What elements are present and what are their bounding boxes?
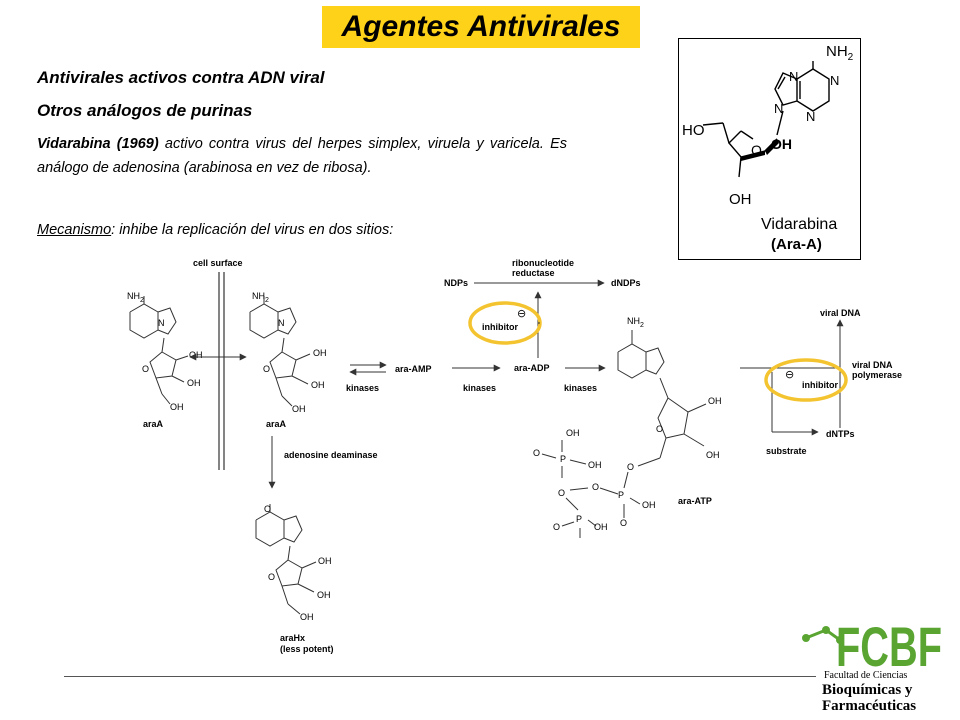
- araA-right-label: araA: [266, 419, 287, 429]
- ara-atp-oh-1: OH: [708, 396, 722, 406]
- ara-atp-label: ara-ATP: [678, 496, 712, 506]
- araA-left-oh-3: OH: [170, 402, 184, 412]
- mechanism-line: Mecanismo: inhibe la replicación del vir…: [37, 222, 393, 238]
- kinases-label-3: kinases: [564, 383, 597, 393]
- inhibitor-minus-2: ⊖: [785, 369, 794, 381]
- page-title: Agentes Antivirales: [341, 10, 621, 43]
- fcbf-letters: FCBF: [836, 615, 942, 674]
- ara-atp-o-6: O: [620, 518, 627, 528]
- ara-atp-o-5: O: [553, 522, 560, 532]
- ara-atp-oh-4: OH: [588, 460, 602, 470]
- struct-abbr: (Ara-A): [771, 236, 822, 253]
- araA-left-oh-2: OH: [187, 378, 201, 388]
- araA-left-oh-1: OH: [189, 350, 203, 360]
- ara-atp-o-3: O: [558, 488, 565, 498]
- araA-left-structure: [129, 296, 189, 405]
- arahx-oh-top: O: [264, 504, 271, 514]
- heading-dna-antivirals: Antivirales activos contra ADN viral: [37, 68, 325, 87]
- araA-right-nh2: NH2: [252, 291, 269, 304]
- polymerase-label-1: viral DNA: [852, 360, 893, 370]
- vidarabine-structure: NH2 N N N N HO O OH OH Vidarabina (Ara-A…: [682, 43, 854, 253]
- arahx-oh-1: OH: [318, 556, 332, 566]
- ara-atp-oh-6: OH: [642, 500, 656, 510]
- inhibitor-ring-1: [468, 301, 542, 345]
- inhibitor-label-1: inhibitor: [482, 322, 518, 332]
- inhibitor-minus-1: ⊖: [517, 308, 526, 320]
- arahx-oh-2: OH: [317, 590, 331, 600]
- ara-atp-structure: [541, 330, 707, 538]
- ara-atp-oh-2: OH: [706, 450, 720, 460]
- logo-line-3: Farmacéuticas: [822, 698, 917, 714]
- dntps-label: dNTPs: [826, 429, 855, 439]
- deaminase-label: adenosine deaminase: [284, 450, 378, 460]
- polymerase-label-2: polymerase: [852, 370, 902, 380]
- kinases-label-2: kinases: [463, 383, 496, 393]
- kinases-label-1: kinases: [346, 383, 379, 393]
- title-banner: Agentes Antivirales: [322, 6, 640, 48]
- vidarabine-structure-box: NH2 N N N N HO O OH OH Vidarabina (Ara-A…: [678, 38, 861, 260]
- logo-line-1: Facultad de Ciencias: [824, 670, 908, 681]
- struct-n7: N: [789, 69, 798, 84]
- ara-atp-p-1: P: [618, 490, 624, 500]
- araA-left-label: araA: [143, 419, 164, 429]
- araA-left-n: N: [158, 318, 165, 328]
- struct-nh2: NH2: [826, 43, 854, 63]
- arahx-less-potent: (less potent): [280, 644, 334, 654]
- struct-n9: N: [774, 101, 783, 116]
- araA-left-nh2: NH2: [127, 291, 144, 304]
- ara-atp-o-2: O: [592, 482, 599, 492]
- mechanism-label: Mecanismo: [37, 222, 112, 238]
- logo-line-2: Bioquímicas y: [822, 682, 913, 698]
- ara-amp-label: ara-AMP: [395, 364, 432, 374]
- mechanism-text: : inhibe la replicación del virus en dos…: [111, 222, 394, 238]
- arahx-oh-3: OH: [300, 612, 314, 622]
- araA-right-structure: [249, 296, 311, 407]
- ara-atp-o-4: O: [533, 448, 540, 458]
- araA-right-oh-1: OH: [313, 348, 327, 358]
- ndps-label: NDPs: [444, 278, 468, 288]
- dndps-label: dNDPs: [611, 278, 641, 288]
- fcbf-logo-mark: FCBF: [802, 615, 942, 674]
- vidarabine-description-text: activo contra virus del herpes simplex, …: [37, 136, 568, 176]
- ribonucleotide-label: ribonucleotide: [512, 258, 574, 268]
- araA-left-o: O: [142, 364, 149, 374]
- inhibitor-ring-2: [764, 358, 848, 402]
- struct-name: Vidarabina: [761, 216, 837, 233]
- struct-oh: OH: [729, 191, 752, 208]
- arahx-label: araHx: [280, 633, 305, 643]
- arahx-o: O: [268, 572, 275, 582]
- ara-atp-nh2: NH2: [627, 316, 644, 329]
- ara-atp-p-2: P: [576, 514, 582, 524]
- vidarabine-name-year: Vidarabina (1969): [37, 136, 159, 152]
- arahx-structure: [255, 504, 317, 615]
- vidarabine-description: Vidarabina (1969) activo contra virus de…: [37, 132, 567, 180]
- araA-right-oh-2: OH: [311, 380, 325, 390]
- ara-atp-p-3: P: [560, 454, 566, 464]
- struct-ho: HO: [682, 122, 705, 139]
- ara-atp-oh-5: OH: [594, 522, 608, 532]
- inhibitor-label-2: inhibitor: [802, 380, 838, 390]
- ara-atp-o-1: O: [627, 462, 634, 472]
- bottom-divider: [64, 676, 816, 677]
- struct-oh-bold: OH: [771, 136, 792, 152]
- struct-n1: N: [830, 73, 839, 88]
- ara-atp-o-ring: O: [656, 424, 663, 434]
- ara-adp-label: ara-ADP: [514, 363, 550, 373]
- cell-surface-label: cell surface: [193, 258, 243, 268]
- reductase-label: reductase: [512, 268, 555, 278]
- heading-purine-analogs: Otros análogos de purinas: [37, 101, 253, 120]
- ara-atp-oh-3: OH: [566, 428, 580, 438]
- fcbf-logo: FCBF Facultad de Ciencias Bioquímicas y …: [800, 604, 950, 716]
- substrate-label: substrate: [766, 446, 807, 456]
- struct-ring-o: O: [751, 142, 762, 158]
- viral-dna-label: viral DNA: [820, 308, 861, 318]
- araA-right-oh-3: OH: [292, 404, 306, 414]
- struct-n3: N: [806, 109, 815, 124]
- araA-right-o: O: [263, 364, 270, 374]
- araA-right-n: N: [278, 318, 285, 328]
